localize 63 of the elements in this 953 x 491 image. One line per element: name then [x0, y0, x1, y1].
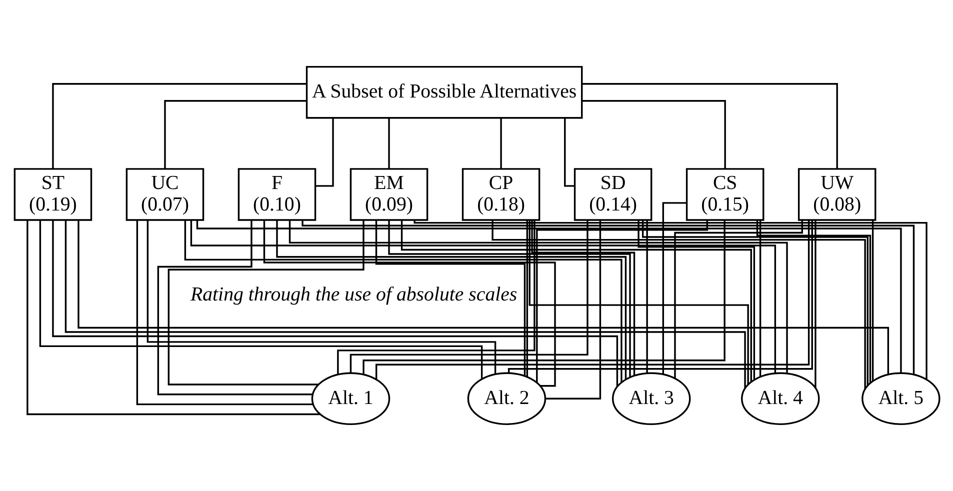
connector	[400, 220, 752, 382]
connector	[564, 118, 574, 187]
node-ellipse: Alt. 2	[466, 372, 546, 426]
connector	[38, 220, 482, 380]
node-ellipse: Alt. 3	[611, 372, 690, 426]
connector	[77, 220, 889, 374]
connector	[491, 220, 866, 390]
connector	[164, 100, 306, 169]
connector	[314, 118, 334, 187]
connector	[388, 220, 630, 378]
connector	[500, 118, 502, 168]
connector	[52, 220, 618, 387]
connector	[582, 100, 726, 169]
node-box: F (0.10)	[237, 168, 316, 221]
connector	[544, 220, 601, 400]
connector	[375, 220, 810, 380]
node-box: EM (0.09)	[349, 168, 428, 221]
node-box: A Subset of Possible Alternatives	[305, 66, 582, 119]
connector	[814, 220, 816, 388]
connector	[362, 220, 725, 374]
connector	[196, 220, 902, 373]
connector	[674, 220, 802, 378]
connector	[336, 220, 535, 375]
connector	[528, 220, 748, 384]
node-ellipse: Alt. 4	[740, 372, 820, 426]
connector	[26, 220, 320, 416]
connector	[146, 220, 496, 374]
connector	[637, 220, 755, 380]
connector	[758, 220, 761, 377]
connector	[184, 220, 622, 382]
connector	[276, 220, 626, 380]
connector	[507, 220, 812, 374]
connector	[52, 83, 306, 169]
connector	[871, 220, 874, 381]
connector	[288, 220, 788, 373]
connector	[526, 220, 528, 377]
connector	[190, 220, 776, 373]
connector	[64, 220, 746, 388]
connector	[388, 118, 390, 168]
connector	[167, 220, 364, 386]
node-box: CS (0.15)	[685, 168, 764, 221]
node-box: ST (0.19)	[13, 168, 92, 221]
node-ellipse: Alt. 5	[861, 372, 940, 426]
connector	[582, 83, 838, 169]
node-box: SD (0.14)	[573, 168, 652, 221]
connector	[156, 220, 312, 396]
label: Rating through the use of absolute scales	[190, 283, 517, 306]
connector	[349, 220, 588, 374]
connector	[262, 220, 556, 387]
connector	[536, 220, 708, 382]
connector	[756, 220, 871, 383]
connector	[136, 220, 313, 406]
node-box: UW (0.08)	[797, 168, 876, 221]
node-ellipse: Alt. 1	[310, 372, 390, 426]
node-box: CP (0.18)	[461, 168, 540, 221]
connector	[374, 220, 526, 376]
node-box: UC (0.07)	[125, 168, 204, 221]
connector	[662, 202, 686, 374]
connector	[413, 219, 927, 380]
connector	[641, 220, 868, 386]
connector	[530, 220, 635, 376]
connector	[646, 220, 648, 373]
connector	[301, 220, 914, 374]
